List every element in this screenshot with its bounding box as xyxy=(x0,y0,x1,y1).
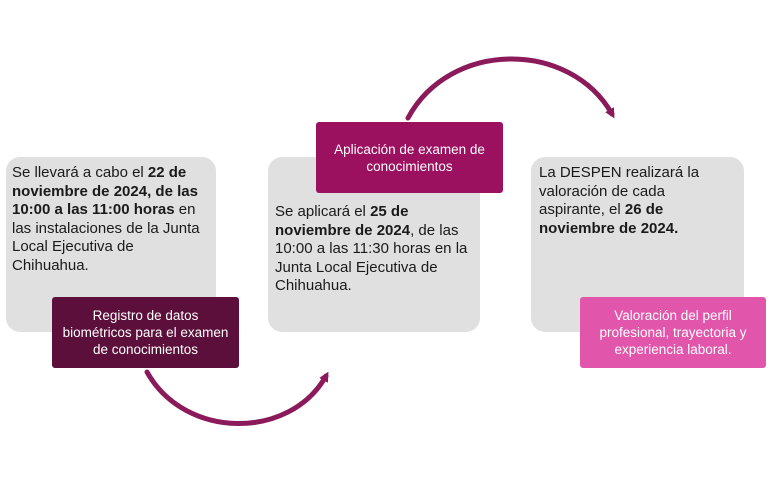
step-1-date: 22 de noviembre de 2024, de las 10:00 a … xyxy=(12,164,198,218)
step-1-text-a: Se llevará a cabo el xyxy=(12,164,148,181)
step-3-date: 26 de noviembre de 2024. xyxy=(539,201,679,237)
step-2-label: Aplicación de examen de conocimientos xyxy=(316,122,503,193)
step-2-date: 25 de noviembre de 2024 xyxy=(275,203,411,239)
step-1-label: Registro de datos biométricos para el ex… xyxy=(52,297,239,368)
arrow-step2-to-step3 xyxy=(405,56,615,121)
step-3-text-a: La DESPEN realizará la valoración de cad… xyxy=(539,164,700,218)
step-2-description: Se aplicará el 25 de noviembre de 2024, … xyxy=(275,203,475,296)
step-1-description: Se llevará a cabo el 22 de noviembre de … xyxy=(12,164,212,275)
step-2-text-b: , de las 10:00 a las 11:30 horas en la J… xyxy=(275,221,468,295)
step-3-label: Valoración del perfil profesional, traye… xyxy=(580,297,766,368)
step-2-text-a: Se aplicará el xyxy=(275,203,371,220)
step-1-text-b: en las instalaciones de la Junta Local E… xyxy=(12,201,200,274)
step-3-description: La DESPEN realizará la valoración de cad… xyxy=(539,164,729,238)
arrow-step1-to-step2 xyxy=(144,369,329,426)
